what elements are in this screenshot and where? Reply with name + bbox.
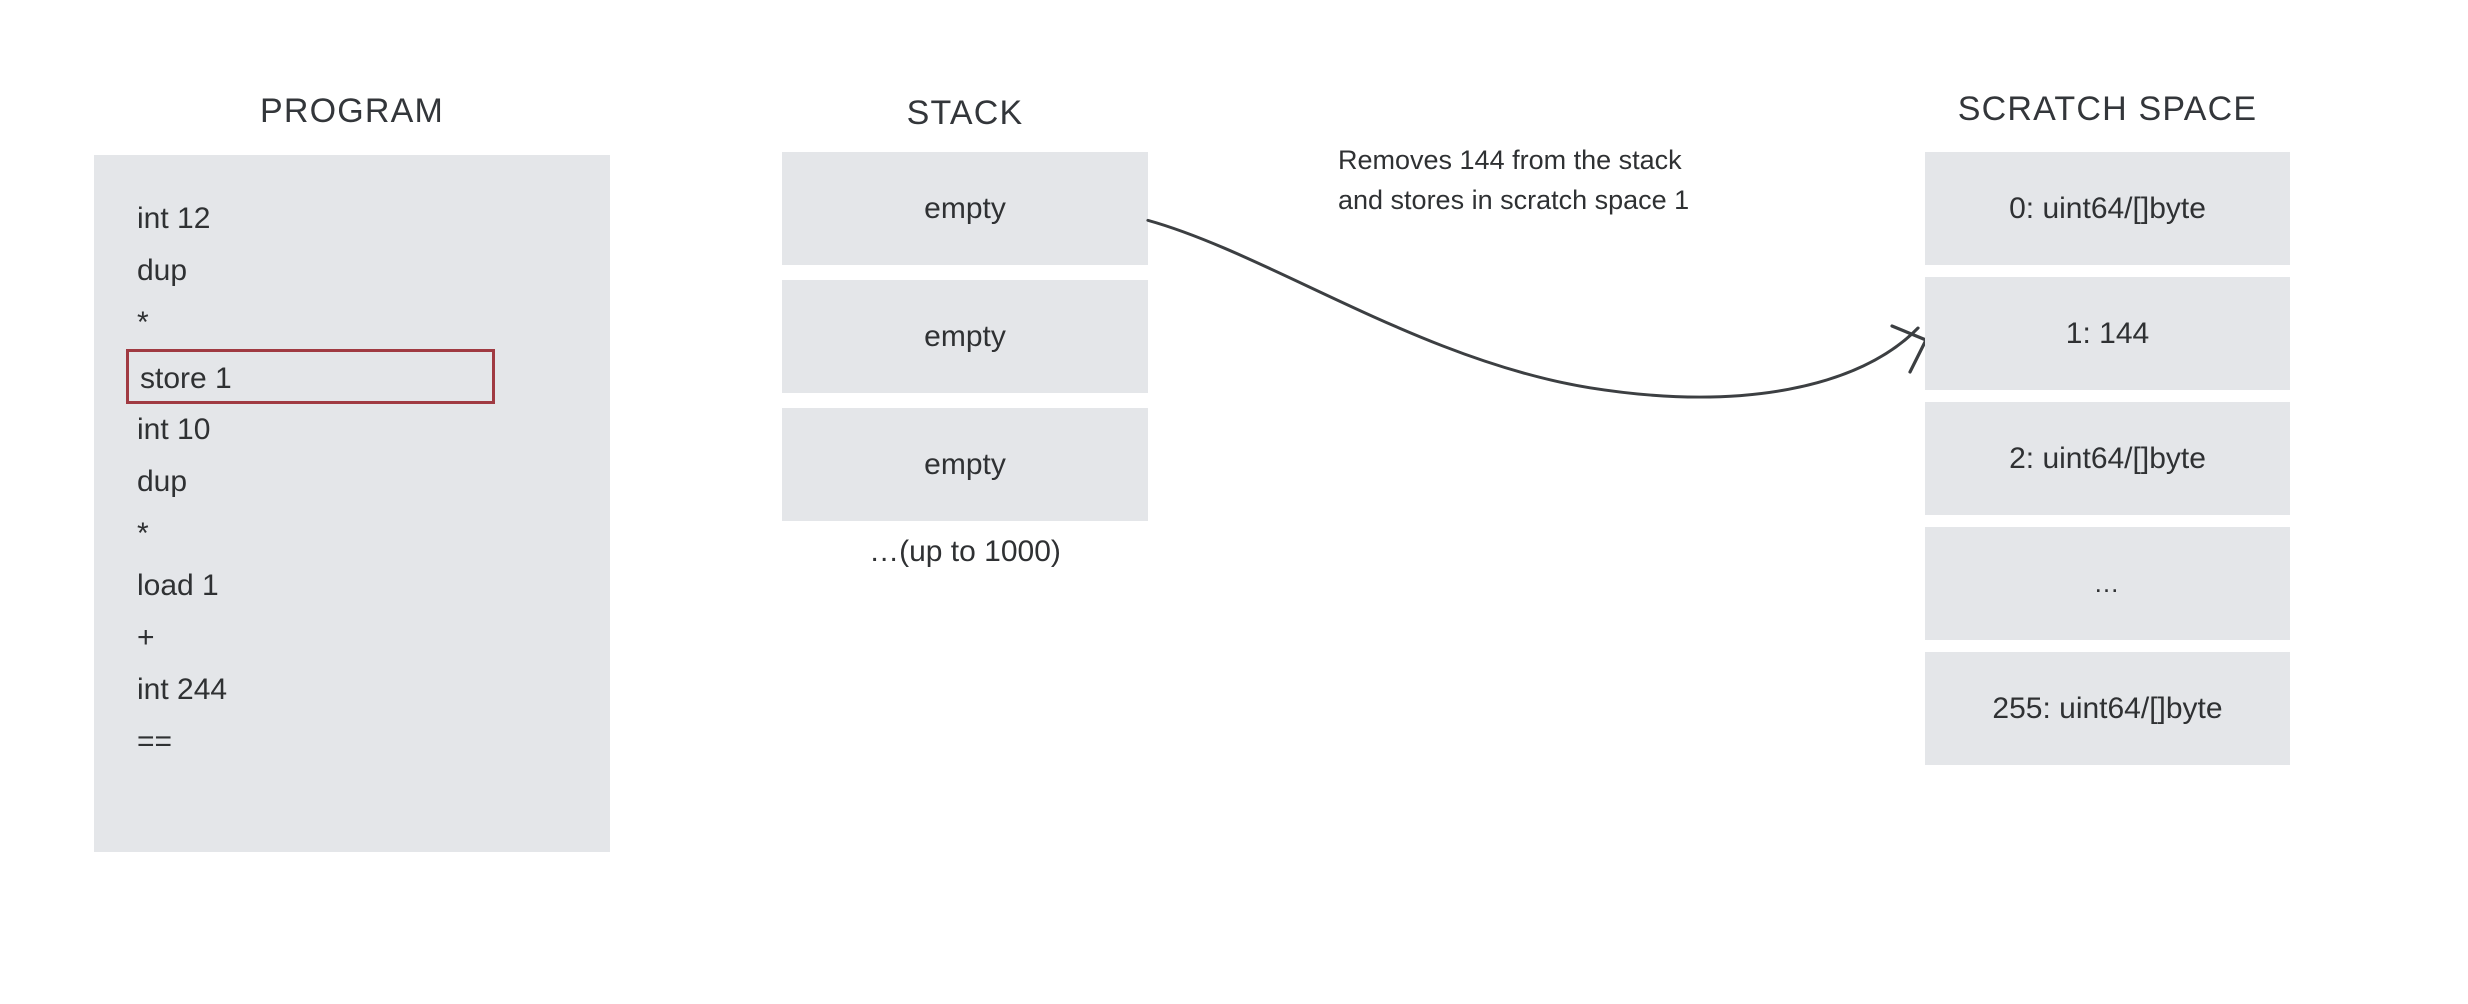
stack-column-heading: STACK (906, 94, 1024, 132)
scratch-slot: 255: uint64/[]byte (1925, 652, 2290, 765)
program-instruction: load 1 (137, 569, 219, 602)
scratch-slot: 2: uint64/[]byte (1925, 402, 2290, 515)
stack-slot: empty (782, 280, 1148, 393)
program-instruction: + (137, 621, 155, 654)
stack-capacity-note: …(up to 1000) (869, 535, 1061, 568)
scratch-slot-filled: 1: 144 (1925, 277, 2290, 390)
flow-arrow-head (1890, 324, 1928, 374)
program-instruction: * (137, 517, 149, 550)
program-instruction: == (137, 725, 173, 758)
program-instruction: dup (137, 465, 188, 498)
flow-arrow (1146, 218, 1928, 399)
stack-column: empty empty empty (782, 152, 1148, 536)
annotation-text: Removes 144 from the stack and stores in… (1338, 140, 1798, 220)
annotation-line-2: and stores in scratch space 1 (1338, 185, 1690, 215)
program-instruction: int 244 (137, 673, 228, 706)
program-instruction-list: int 12 dup * store 1 int 10 dup * load 1… (94, 155, 610, 768)
flow-arrow-curve (1146, 218, 1920, 399)
stack-slot: empty (782, 408, 1148, 521)
program-panel: int 12 dup * store 1 int 10 dup * load 1… (94, 155, 610, 852)
program-instruction: int 12 (137, 202, 211, 235)
annotation-line-1: Removes 144 from the stack (1338, 145, 1682, 175)
scratch-space-column-heading: SCRATCH SPACE (1957, 90, 2258, 128)
scratch-space-column: 0: uint64/[]byte 1: 144 2: uint64/[]byte… (1925, 152, 2290, 777)
program-instruction-highlighted: store 1 (126, 349, 495, 404)
program-instruction: dup (137, 254, 188, 287)
program-instruction: int 10 (137, 413, 211, 446)
scratch-slot: 0: uint64/[]byte (1925, 152, 2290, 265)
stack-slot: empty (782, 152, 1148, 265)
program-column-heading: PROGRAM (259, 92, 445, 130)
program-instruction: * (137, 306, 149, 339)
scratch-slot-ellipsis: … (1925, 527, 2290, 640)
